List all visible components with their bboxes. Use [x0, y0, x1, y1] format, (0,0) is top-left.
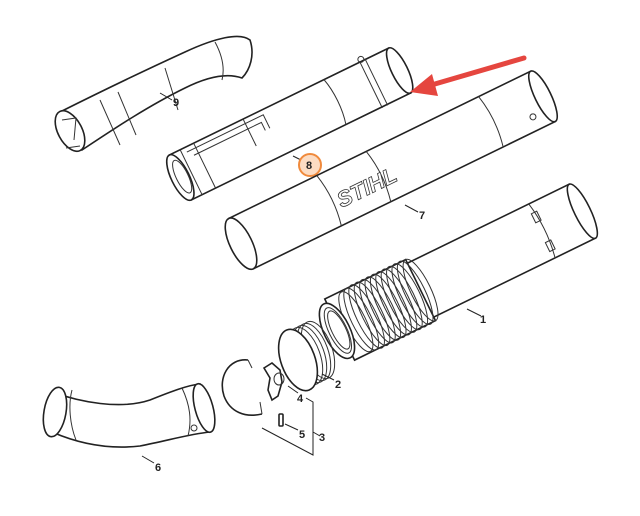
clamp-ring[interactable]	[221, 359, 263, 416]
part-label-6: 6	[155, 462, 161, 474]
part-label-4: 4	[297, 393, 304, 405]
part-5-screw[interactable]: 5	[278, 413, 305, 441]
part-1-bellows-tube[interactable]	[310, 176, 605, 368]
part-9-curved-pipe[interactable]: 9	[49, 35, 253, 156]
part-label-9: 9	[173, 97, 179, 109]
highlight-circle	[298, 153, 322, 177]
part-6-elbow[interactable]: 6	[40, 382, 219, 474]
part-label-3: 3	[319, 432, 325, 444]
part-label-2: 2	[335, 379, 341, 391]
part-4-bracket[interactable]: 4	[262, 362, 304, 405]
part-7-tube[interactable]: STIHL	[219, 68, 563, 274]
part-label-8: 8	[306, 160, 312, 172]
part-label-5: 5	[299, 429, 305, 441]
red-arrow-icon	[410, 55, 527, 96]
part-label-7: 7	[419, 210, 425, 222]
part-label-1: 1	[480, 314, 486, 326]
part-3-kit-bracket: 3	[261, 397, 325, 456]
part-8-tube[interactable]	[159, 40, 418, 205]
part-2-collar[interactable]: 2	[271, 317, 341, 396]
